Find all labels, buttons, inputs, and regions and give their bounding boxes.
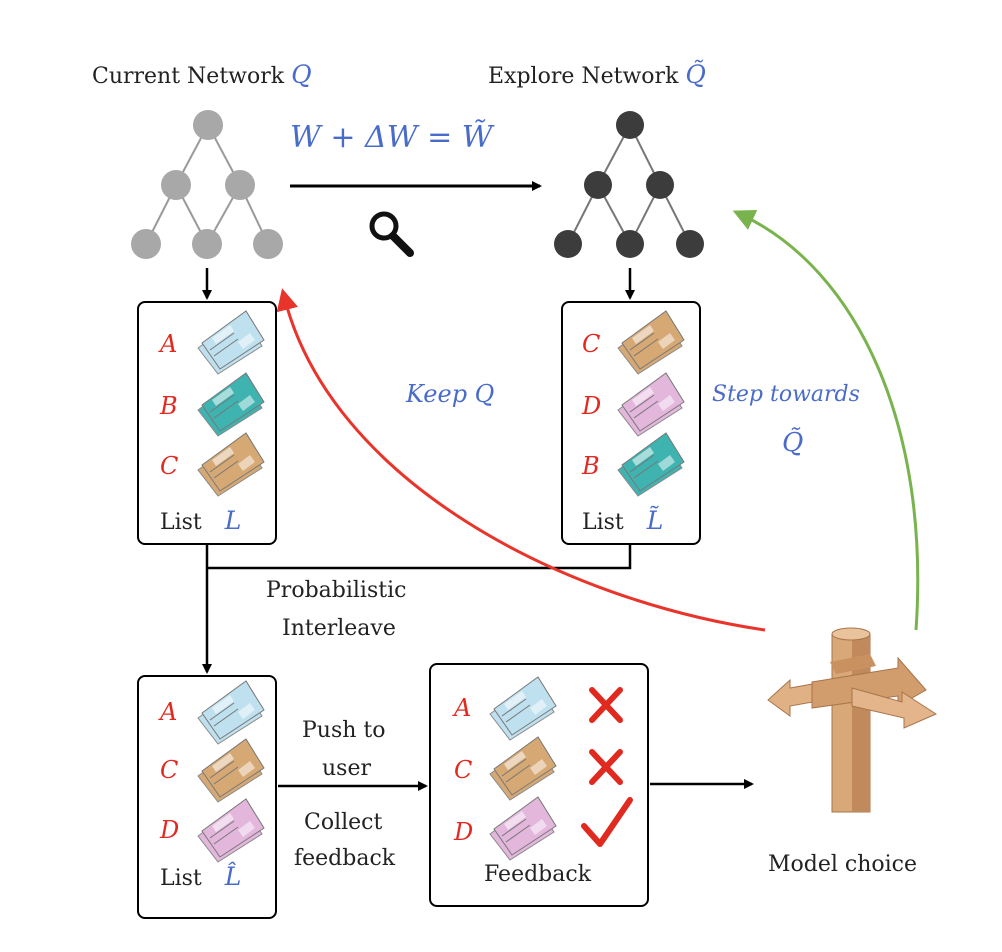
feedback-item-1: C — [454, 756, 473, 784]
explore-network-title: Explore Network Q̃ — [488, 60, 706, 89]
keep-q-label: Keep Q — [406, 380, 495, 408]
list-Ltilde-item-0: C — [582, 330, 601, 358]
step-towards-label: Step towards — [712, 382, 860, 407]
list-Lhat-box — [137, 675, 277, 919]
feedback-item-0: A — [454, 694, 472, 722]
weight-update-equation: W + ΔW = W̃ — [290, 120, 493, 155]
explore-network-title-text: Explore Network — [488, 64, 679, 89]
list-Ltilde-symbol: L̃ — [646, 506, 664, 535]
list-L-item-0: A — [160, 330, 178, 358]
current-network-title: Current Network Q — [92, 60, 312, 89]
current-network-symbol: Q — [291, 60, 312, 89]
list-Ltilde-caption: List L̃ — [582, 506, 663, 535]
list-Ltilde-item-1: D — [582, 392, 602, 420]
feedback-box — [429, 663, 649, 907]
interleave-label-2: Interleave — [282, 616, 396, 641]
push-label-1: Push to — [302, 718, 386, 743]
list-Lhat-item-1: C — [160, 756, 179, 784]
cross-mark-icon — [589, 749, 623, 785]
step-towards-symbol: Q̃ — [782, 428, 804, 458]
cross-mark-icon — [589, 687, 623, 723]
list-Lhat-item-0: A — [160, 698, 178, 726]
signpost-icon — [767, 627, 938, 813]
model-choice-label: Model choice — [768, 852, 918, 877]
list-Lhat-label: List — [160, 866, 202, 891]
keep-q-arrow — [276, 288, 766, 632]
list-Lhat-item-2: D — [160, 816, 180, 844]
current-network-tree — [131, 110, 283, 259]
list-L-symbol: L — [224, 506, 242, 535]
step-towards-arrow — [732, 209, 920, 631]
list-L-item-2: C — [160, 452, 179, 480]
feedback-item-2: D — [454, 818, 474, 846]
collect-label-1: Collect — [304, 810, 383, 835]
list-L-caption: List L — [160, 506, 241, 535]
list-L-label: List — [160, 510, 202, 535]
list-Ltilde-label: List — [582, 510, 624, 535]
list-Ltilde-item-2: B — [582, 452, 600, 480]
feedback-label: Feedback — [484, 862, 592, 887]
push-label-2: user — [322, 756, 371, 781]
current-network-title-text: Current Network — [92, 64, 285, 89]
list-Lhat-symbol: L̂ — [224, 862, 242, 891]
check-mark-icon — [581, 797, 633, 847]
explore-network-symbol: Q̃ — [685, 60, 706, 89]
collect-label-2: feedback — [294, 846, 396, 871]
interleave-label-1: Probabilistic — [266, 578, 407, 603]
merge-line-Ltilde — [207, 544, 632, 570]
list-Lhat-caption: List L̂ — [160, 862, 241, 891]
list-L-item-1: B — [160, 392, 178, 420]
explore-network-tree — [554, 111, 704, 258]
magnifier-icon — [369, 211, 414, 257]
